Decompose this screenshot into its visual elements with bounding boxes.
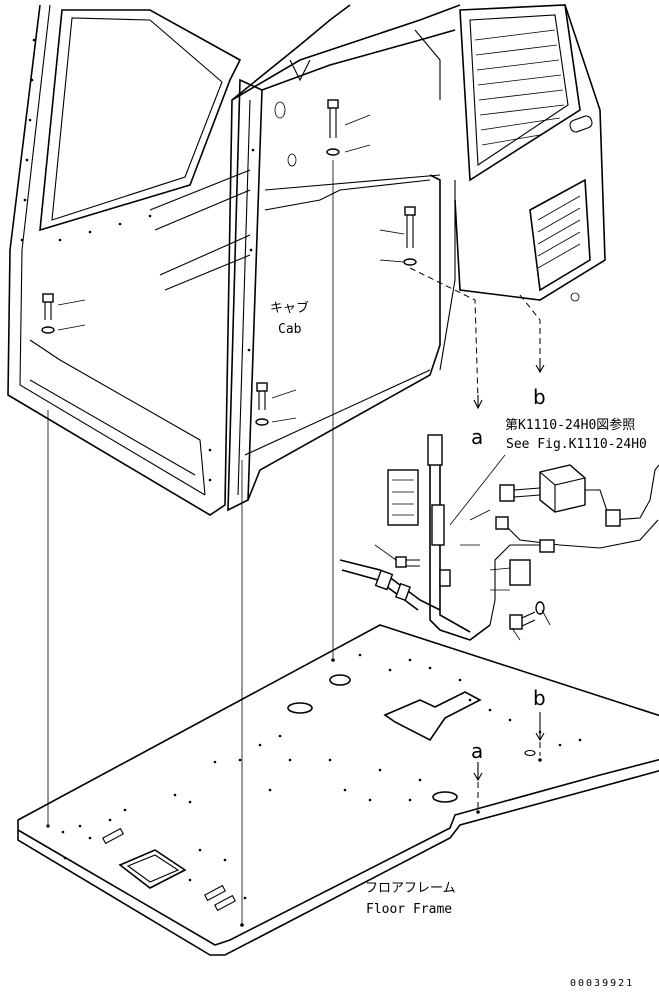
wiring-harness xyxy=(339,434,551,641)
see-fig-label-jp: 第K1110-24H0図参照 xyxy=(505,417,635,433)
cab-bolt-mid xyxy=(379,206,417,266)
floor-frame-label-en: Floor Frame xyxy=(366,902,452,917)
ref-dash-b xyxy=(519,294,541,365)
arrow-b-lower xyxy=(535,712,545,742)
ref-b-lower: b xyxy=(533,686,546,710)
cab-label-jp: キャブ xyxy=(270,300,309,316)
ref-a-upper: a xyxy=(471,425,483,449)
drawing-number: 00039921 xyxy=(570,978,634,989)
arrow-a-lower xyxy=(473,762,483,782)
cab-bolt-lower xyxy=(255,382,297,426)
ref-b-upper: b xyxy=(533,385,546,409)
arrow-a-upper xyxy=(473,395,483,410)
cab-bolt-left xyxy=(41,293,86,334)
see-fig-label-en: See Fig.K1110-24H0 xyxy=(506,437,647,452)
cab-assembly xyxy=(7,4,606,516)
cab-bolt-upper xyxy=(326,99,371,156)
controller-unit xyxy=(495,464,659,553)
ref-a-lower: a xyxy=(471,739,483,763)
ref-dash-a xyxy=(409,267,479,401)
arrow-b-upper xyxy=(535,358,545,374)
cab-label-en: Cab xyxy=(278,322,302,337)
see-fig-leader xyxy=(449,454,506,526)
floor-frame xyxy=(17,624,659,956)
floor-frame-label-jp: フロアフレーム xyxy=(365,881,456,896)
